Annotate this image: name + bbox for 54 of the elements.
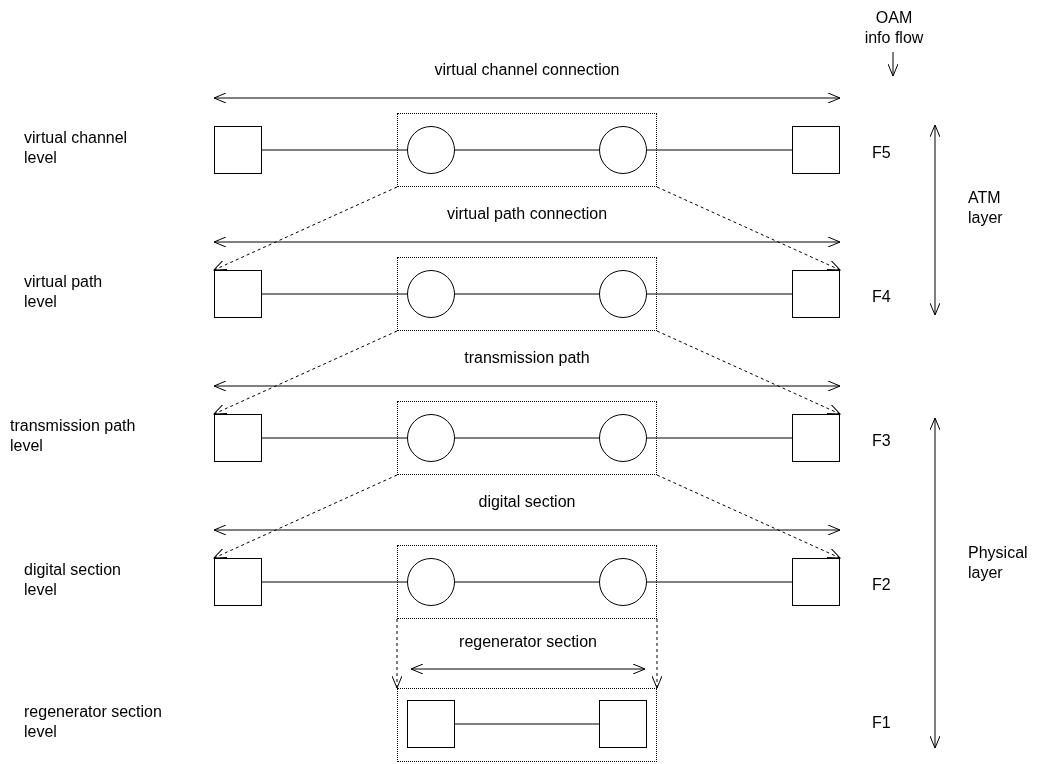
expansion-arrow (213, 330, 398, 415)
level-label: regenerator section level (24, 702, 163, 742)
connector-line (646, 293, 793, 295)
level-label: virtual path level (24, 272, 104, 312)
flow-label: F1 (872, 713, 892, 733)
connector-line (454, 581, 600, 583)
flow-label: F5 (872, 143, 892, 163)
connector-line (261, 293, 408, 295)
connector-line (454, 149, 600, 151)
square-node (792, 414, 840, 462)
level-label: digital section level (24, 560, 122, 600)
square-node (792, 270, 840, 318)
square-node (214, 558, 262, 606)
expansion-arrow (656, 186, 841, 271)
connection-label: digital section (477, 492, 577, 512)
connector-line (261, 581, 408, 583)
connector-line (646, 437, 793, 439)
level-label: transmission path level (10, 416, 137, 456)
legend-note: OAM info flow (863, 8, 925, 48)
connection-label: regenerator section (458, 632, 598, 652)
connection-label: transmission path (463, 348, 591, 368)
layer-label: ATM layer (968, 188, 1004, 228)
dotted-group-box (397, 401, 657, 475)
dotted-group-box (397, 545, 657, 619)
flow-label: F4 (872, 287, 892, 307)
layer-label: Physical layer (968, 543, 1029, 583)
square-node (599, 700, 647, 748)
square-node (792, 558, 840, 606)
dotted-group-box (397, 113, 657, 187)
connector-line (454, 723, 600, 725)
square-node (792, 126, 840, 174)
flow-label: F3 (872, 431, 892, 451)
dotted-group-box (397, 257, 657, 331)
flow-label: F2 (872, 575, 892, 595)
dotted-group-box (397, 688, 657, 762)
level-label: virtual channel level (24, 128, 129, 168)
connector-line (261, 437, 408, 439)
expansion-arrow (213, 186, 398, 271)
square-node (214, 270, 262, 318)
connection-label: virtual channel connection (433, 60, 621, 80)
square-node (214, 414, 262, 462)
expansion-arrow (213, 474, 398, 559)
square-node (214, 126, 262, 174)
connector-line (454, 293, 600, 295)
square-node (407, 700, 455, 748)
connection-label: virtual path connection (445, 204, 609, 224)
expansion-arrow (391, 618, 403, 689)
connector-line (454, 437, 600, 439)
expansion-arrow (651, 618, 663, 689)
expansion-arrow (656, 474, 841, 559)
expansion-arrow (656, 330, 841, 415)
connector-line (646, 149, 793, 151)
connector-line (646, 581, 793, 583)
connector-line (261, 149, 408, 151)
